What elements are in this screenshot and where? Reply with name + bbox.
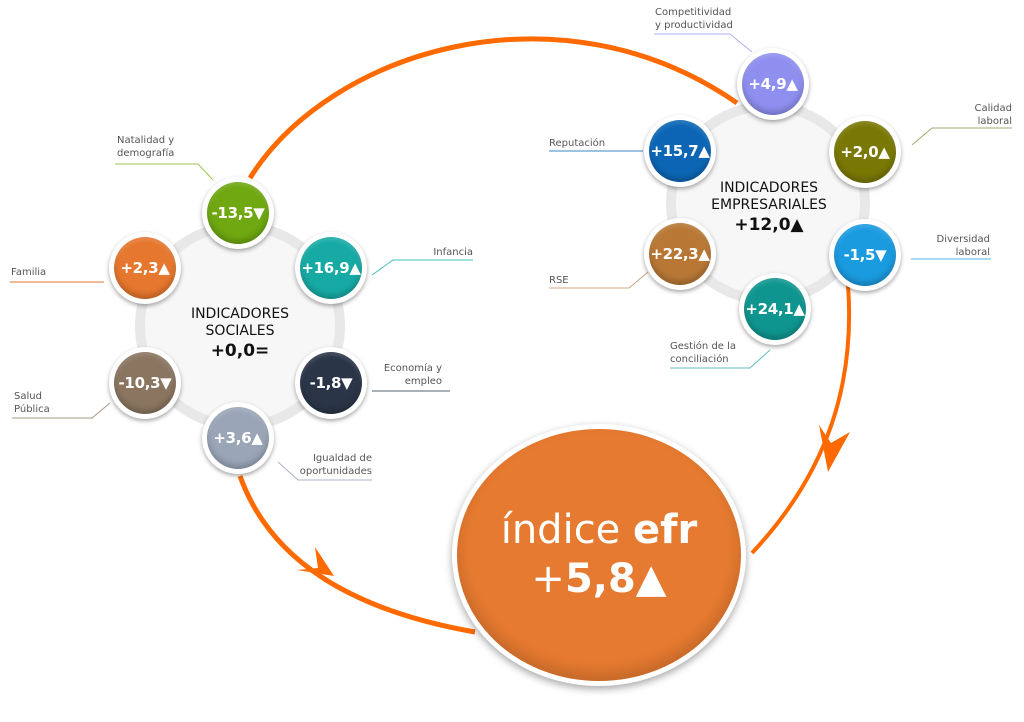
social-title-line1: INDICADORES xyxy=(190,306,290,322)
social-title-line2: SOCIALES xyxy=(205,323,275,339)
leader-infancia xyxy=(371,259,473,276)
label-reputacion: Reputación xyxy=(549,138,606,149)
node-conciliacion[interactable]: +24,1▲ xyxy=(739,273,811,345)
node-conciliacion-value: +24,1▲ xyxy=(744,278,806,340)
business-title-line2: EMPRESARIALES xyxy=(711,197,827,213)
node-igualdad[interactable]: +3,6▲ xyxy=(202,402,274,474)
leader-natalidad xyxy=(115,163,214,181)
node-salud-value: -10,3▼ xyxy=(114,352,176,414)
business-group-title: INDICADORES EMPRESARIALES +12,0▲ xyxy=(703,180,835,236)
business-title-line1: INDICADORES xyxy=(719,180,819,196)
node-igualdad-value: +3,6▲ xyxy=(207,407,269,469)
leader-competitividad xyxy=(654,33,753,53)
index-efr-title: índice efr xyxy=(501,506,698,554)
index-word: índice xyxy=(500,507,621,553)
index-efr-fill: índice efr +5,8▲ xyxy=(457,429,741,681)
node-competitividad-value: +4,9▲ xyxy=(742,53,804,115)
leader-rse xyxy=(549,271,649,289)
arrow-arc-business-to-index xyxy=(750,284,852,555)
node-diversidad-value: -1,5▼ xyxy=(834,224,896,286)
index-number: 5,8 xyxy=(564,556,636,602)
index-efr-circle[interactable]: índice efr +5,8▲ xyxy=(452,424,746,686)
index-sign: + xyxy=(531,556,565,602)
label-familia: Familia xyxy=(11,267,47,278)
label-rse: RSE xyxy=(549,275,569,286)
node-rse[interactable]: +22,3▲ xyxy=(644,218,716,290)
node-familia[interactable]: +2,3▲ xyxy=(109,232,181,304)
business-total-value: +12,0▲ xyxy=(734,215,804,235)
social-total-value: +0,0= xyxy=(210,341,270,361)
index-efr-value: +5,8▲ xyxy=(531,554,666,604)
leader-calidad xyxy=(911,127,1012,146)
arrowhead-right xyxy=(819,425,850,472)
leader-igualdad xyxy=(277,461,372,481)
node-calidad[interactable]: +2,0▲ xyxy=(829,116,901,188)
label-infancia: Infancia xyxy=(433,247,473,258)
node-salud[interactable]: -10,3▼ xyxy=(109,347,181,419)
index-brand: efr xyxy=(633,507,698,553)
node-calidad-value: +2,0▲ xyxy=(834,121,896,183)
node-economia-value: -1,8▼ xyxy=(300,352,362,414)
node-reputacion-value: +15,7▲ xyxy=(649,120,711,182)
leader-conciliacion xyxy=(670,349,771,369)
arrow-arc-social-to-index xyxy=(237,475,476,635)
node-diversidad[interactable]: -1,5▼ xyxy=(829,219,901,291)
node-infancia[interactable]: +16,9▲ xyxy=(295,232,367,304)
node-natalidad[interactable]: -13,5▼ xyxy=(202,177,274,249)
index-trend-icon: ▲ xyxy=(635,556,667,602)
node-competitividad[interactable]: +4,9▲ xyxy=(737,48,809,120)
node-natalidad-value: -13,5▼ xyxy=(207,182,269,244)
node-reputacion[interactable]: +15,7▲ xyxy=(644,115,716,187)
arrowhead-left xyxy=(297,547,334,576)
leader-salud xyxy=(12,402,111,419)
node-infancia-value: +16,9▲ xyxy=(300,237,362,299)
node-economia[interactable]: -1,8▼ xyxy=(295,347,367,419)
social-group-title: INDICADORES SOCIALES +0,0= xyxy=(180,306,300,362)
node-familia-value: +2,3▲ xyxy=(114,237,176,299)
node-rse-value: +22,3▲ xyxy=(649,223,711,285)
arrow-arc-social-to-business xyxy=(247,36,739,180)
